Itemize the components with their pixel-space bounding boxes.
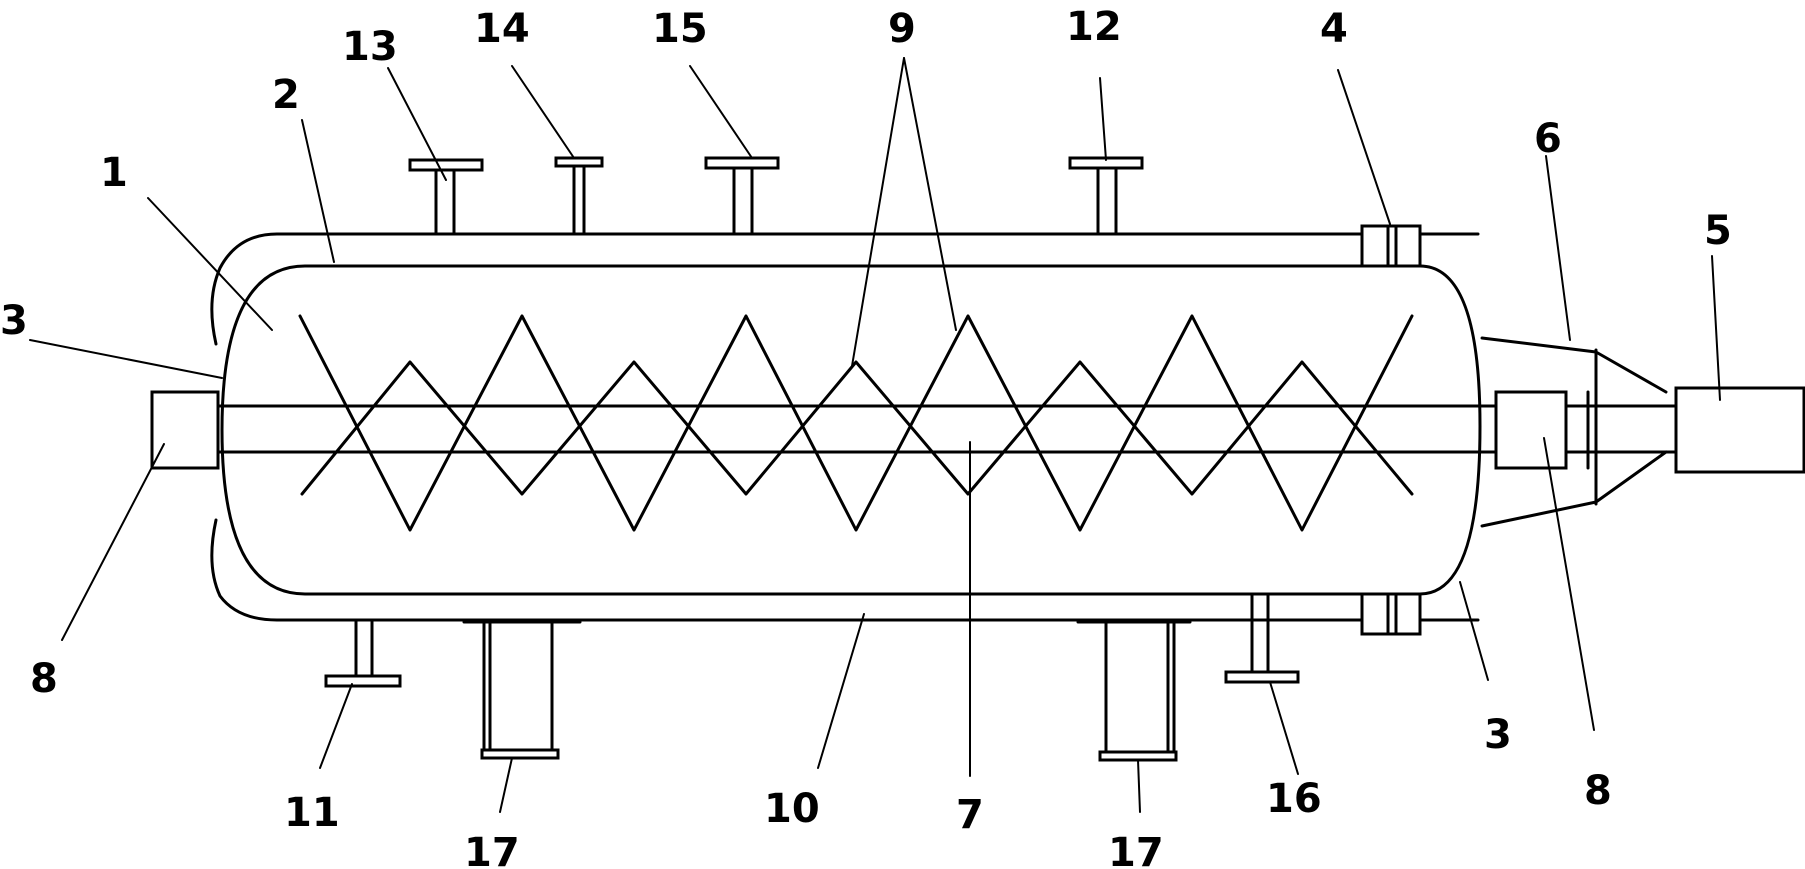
label-17-right: 17 xyxy=(1108,830,1164,869)
inner-vessel xyxy=(220,264,1482,596)
label-12: 12 xyxy=(1066,4,1122,50)
label-5: 5 xyxy=(1704,208,1732,254)
label-8-right: 8 xyxy=(1584,768,1612,814)
support-leg-right xyxy=(1076,620,1192,762)
label-17-left: 17 xyxy=(464,830,520,869)
jacket-inlet-4 xyxy=(1360,224,1422,636)
ribbon-blade-inner xyxy=(300,360,1414,496)
nozzle-12 xyxy=(1068,156,1144,236)
label-15: 15 xyxy=(652,6,708,52)
label-11: 11 xyxy=(284,790,340,836)
left-bearing xyxy=(150,390,220,470)
nozzle-16 xyxy=(1224,592,1300,684)
outer-jacket-bottom xyxy=(210,518,1480,622)
label-2: 2 xyxy=(272,72,300,118)
right-bearing xyxy=(1494,390,1568,470)
nozzle-13 xyxy=(408,158,484,236)
ribbon-blades xyxy=(298,314,1414,532)
label-4: 4 xyxy=(1320,6,1348,52)
support-leg-left xyxy=(462,620,582,760)
nozzle-11 xyxy=(324,618,402,688)
label-9: 9 xyxy=(888,6,916,52)
label-7: 7 xyxy=(956,792,984,838)
label-10: 10 xyxy=(764,786,820,832)
label-14: 14 xyxy=(474,6,530,52)
label-13: 13 xyxy=(342,24,398,70)
label-1: 1 xyxy=(100,150,128,196)
nozzle-14 xyxy=(554,156,604,236)
motor xyxy=(1674,386,1805,474)
ribbon-blade-outer xyxy=(298,314,1414,532)
label-3-right: 3 xyxy=(1484,712,1512,758)
outer-jacket xyxy=(210,232,1480,346)
label-16: 16 xyxy=(1266,776,1322,822)
label-8-left: 8 xyxy=(30,656,58,702)
nozzle-15 xyxy=(704,156,780,236)
label-3-left: 3 xyxy=(0,298,28,344)
leader-lines xyxy=(29,57,1721,813)
label-6: 6 xyxy=(1534,116,1562,162)
